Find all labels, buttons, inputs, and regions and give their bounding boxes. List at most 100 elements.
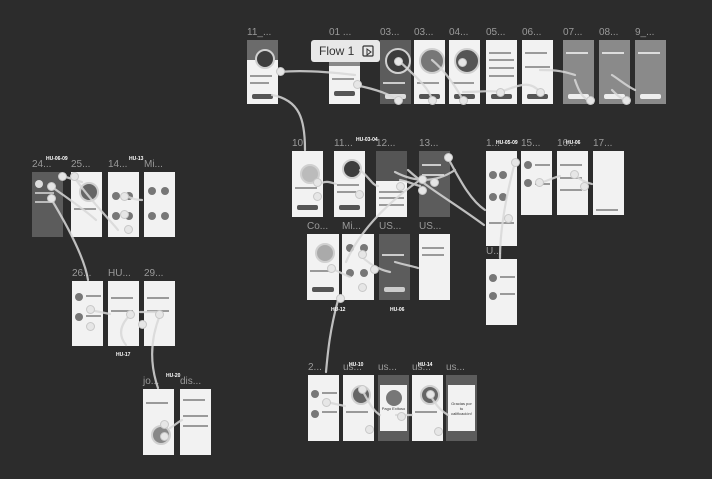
frame-09[interactable]: 9_... (635, 27, 666, 104)
frame-07[interactable]: 07... (563, 27, 594, 104)
connection-node[interactable] (394, 96, 403, 105)
connection-node[interactable] (120, 192, 129, 201)
connection-node[interactable] (358, 283, 367, 292)
frame-05[interactable]: 05... (486, 27, 517, 104)
frame-title: 03... (380, 27, 400, 38)
frame-us-4[interactable]: us... Pago Exitoso (378, 362, 409, 441)
connection-node[interactable] (580, 182, 589, 191)
connection-node[interactable] (511, 158, 520, 167)
connection-node[interactable] (355, 190, 364, 199)
flow-start-badge[interactable]: Flow 1 (311, 40, 380, 62)
connection-node[interactable] (47, 182, 56, 191)
connection-node[interactable] (358, 385, 367, 394)
frame-03b[interactable]: 03... (414, 27, 445, 104)
frame-us-1[interactable]: US... (379, 221, 410, 300)
connection-node[interactable] (276, 67, 285, 76)
connection-node[interactable] (394, 57, 403, 66)
frame-2x[interactable]: 2... (308, 362, 339, 441)
frame-title: 03... (414, 27, 434, 38)
connection-node[interactable] (430, 178, 439, 187)
frame-title: 07... (563, 27, 583, 38)
connection-node[interactable] (434, 427, 443, 436)
story-tag: HU-06-09 (46, 156, 68, 162)
connection-node[interactable] (327, 264, 336, 273)
frame-dis[interactable]: dis... (180, 376, 211, 455)
connection-node[interactable] (536, 88, 545, 97)
connection-node[interactable] (444, 153, 453, 162)
connection-node[interactable] (322, 398, 331, 407)
connection-node[interactable] (336, 294, 345, 303)
frame-title: U... (486, 246, 502, 257)
connection-node[interactable] (313, 178, 322, 187)
connection-node[interactable] (586, 96, 595, 105)
frame-08[interactable]: 08... (599, 27, 630, 104)
connection-node[interactable] (313, 192, 322, 201)
connection-node[interactable] (160, 420, 169, 429)
frame-title: Mi... (342, 221, 361, 232)
frame-title: 10 (292, 138, 304, 149)
connection-node[interactable] (86, 305, 95, 314)
story-tag: HU-20 (166, 373, 181, 379)
frame-u[interactable]: U... (486, 246, 517, 325)
frame-title: Mi... (144, 159, 163, 170)
frame-title: 17... (593, 138, 613, 149)
frame-24[interactable]: 24... (32, 159, 63, 237)
connection-node[interactable] (124, 225, 133, 234)
frame-04[interactable]: 04... (449, 27, 480, 104)
frame-title: us... (378, 362, 397, 373)
connection-node[interactable] (458, 58, 467, 67)
connection-node[interactable] (47, 194, 56, 203)
connection-node[interactable] (504, 214, 513, 223)
frame-title: 26... (72, 268, 92, 279)
connection-node[interactable] (358, 250, 367, 259)
frame-17[interactable]: 17... (593, 138, 624, 215)
frame-jo[interactable]: jo... (143, 376, 174, 455)
frame-us-2[interactable]: US... (419, 221, 450, 300)
frame-co[interactable]: Co... (307, 221, 339, 300)
connection-node[interactable] (426, 390, 435, 399)
connection-node[interactable] (459, 96, 468, 105)
frame-03a[interactable]: 03... (380, 27, 411, 104)
connection-node[interactable] (126, 310, 135, 319)
connection-node[interactable] (418, 186, 427, 195)
connection-node[interactable] (70, 172, 79, 181)
frame-title: 1... (486, 138, 500, 149)
connection-node[interactable] (160, 432, 169, 441)
frame-25[interactable]: 25... (71, 159, 102, 237)
frame-title: US... (379, 221, 402, 232)
connection-node[interactable] (397, 412, 406, 421)
connection-node[interactable] (535, 178, 544, 187)
connection-node[interactable] (496, 88, 505, 97)
frame-title: Co... (307, 221, 329, 232)
frame-11-top[interactable]: 11_... (247, 27, 278, 104)
story-tag: HU-03-04 (356, 137, 378, 143)
frame-title: 12... (376, 138, 396, 149)
frame-11-mid[interactable]: 11... (334, 138, 365, 217)
frame-title: us... (343, 362, 362, 373)
connection-node[interactable] (86, 322, 95, 331)
frame-mi-1[interactable]: Mi... (144, 159, 175, 237)
connection-node[interactable] (622, 96, 631, 105)
frame-title: us... (412, 362, 431, 373)
connection-node[interactable] (353, 80, 362, 89)
story-tag: HU-06 (566, 140, 581, 146)
play-icon (362, 45, 374, 57)
connection-node[interactable] (418, 175, 427, 184)
connection-node[interactable] (370, 265, 379, 274)
frame-title: 08... (599, 27, 619, 38)
connection-node[interactable] (138, 320, 147, 329)
connection-node[interactable] (120, 210, 129, 219)
frame-title: US... (419, 221, 442, 232)
connection-node[interactable] (428, 96, 437, 105)
connection-node[interactable] (396, 182, 405, 191)
frame-title: 13... (419, 138, 439, 149)
frame-us-6[interactable]: us... Gracias por tu calificación! (446, 362, 477, 441)
frame-title: 24... (32, 159, 52, 170)
connection-node[interactable] (58, 172, 67, 181)
connection-node[interactable] (155, 310, 164, 319)
connection-node[interactable] (570, 170, 579, 179)
frame-title: 06... (522, 27, 542, 38)
connection-node[interactable] (365, 425, 374, 434)
frame-title: 11... (334, 138, 353, 149)
